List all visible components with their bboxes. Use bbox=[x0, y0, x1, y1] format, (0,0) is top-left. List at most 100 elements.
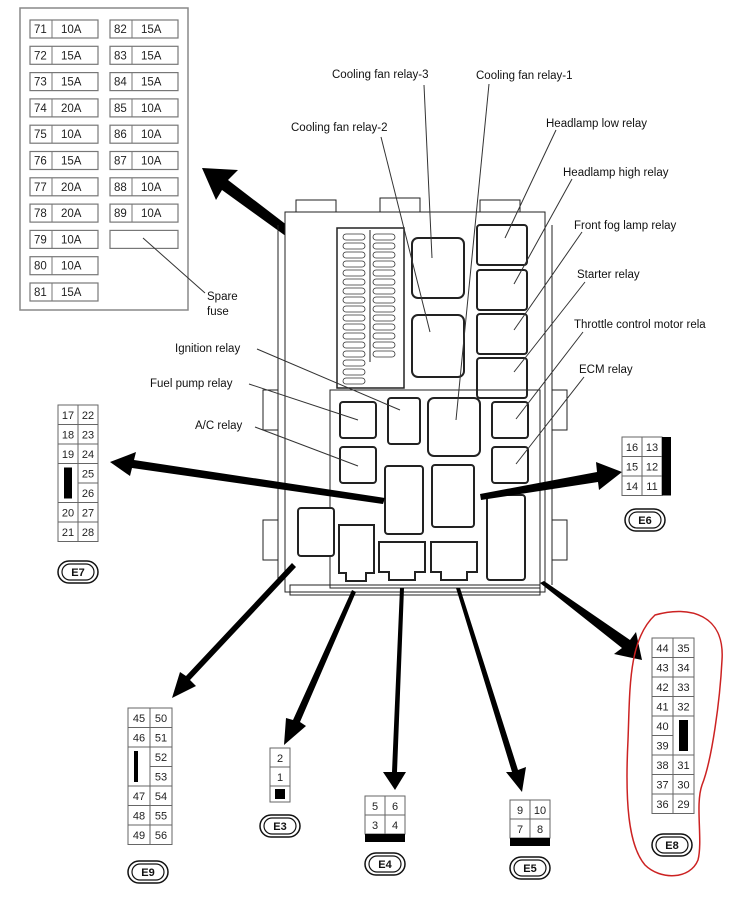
fuse-rating: 10A bbox=[61, 24, 82, 36]
arrow-to-e5 bbox=[456, 588, 526, 792]
fuse-rating: 10A bbox=[141, 182, 162, 194]
fuse-slot bbox=[372, 314, 396, 322]
fuse-slot bbox=[372, 296, 396, 304]
cooling-fan-relay-3-block bbox=[411, 237, 465, 299]
fuse-slot bbox=[342, 251, 366, 259]
throttle-control-motor-relay-block bbox=[491, 401, 529, 439]
pin-36: 36 bbox=[656, 799, 668, 811]
fuse-number: 76 bbox=[34, 156, 47, 168]
pin-7: 7 bbox=[517, 824, 523, 836]
pin-5: 5 bbox=[372, 801, 378, 813]
pin-4: 4 bbox=[392, 820, 398, 832]
pin-50: 50 bbox=[155, 713, 167, 725]
pin-35: 35 bbox=[677, 643, 689, 655]
pin-12: 12 bbox=[646, 461, 658, 473]
fuse-number: 85 bbox=[114, 103, 127, 115]
label-headlamp-low-relay: Headlamp low relay bbox=[546, 118, 647, 130]
fuse-slot bbox=[342, 359, 366, 367]
pin-32: 32 bbox=[677, 701, 689, 713]
fuse-75: 75 10A bbox=[29, 124, 99, 144]
pin-6: 6 bbox=[392, 801, 398, 813]
fuse-rating: 10A bbox=[141, 208, 162, 220]
fuse-slot bbox=[372, 341, 396, 349]
fuse-rating: 10A bbox=[61, 234, 82, 246]
fuse-slot bbox=[342, 296, 366, 304]
fuse-rating: 20A bbox=[61, 208, 82, 220]
pin-38: 38 bbox=[656, 760, 668, 772]
fuse-rating: 15A bbox=[61, 287, 82, 299]
pin-34: 34 bbox=[677, 662, 689, 674]
pin-43: 43 bbox=[656, 662, 668, 674]
fuse-rating: 10A bbox=[141, 156, 162, 168]
fuse-slot bbox=[342, 233, 366, 241]
fuse-number: 89 bbox=[114, 208, 127, 220]
pin-17: 17 bbox=[62, 410, 74, 422]
pin-52: 52 bbox=[155, 752, 167, 764]
pin-44: 44 bbox=[656, 643, 668, 655]
fuse-number: 77 bbox=[34, 182, 47, 194]
fuse-number: 75 bbox=[34, 129, 47, 141]
fuse-76: 76 15A bbox=[29, 150, 99, 171]
fuse-rating: 10A bbox=[141, 129, 162, 141]
pin-33: 33 bbox=[677, 682, 689, 694]
spare-fuse-leader bbox=[142, 237, 206, 294]
fuse-slot bbox=[342, 323, 366, 331]
connector-label: E3 bbox=[273, 821, 286, 833]
fuse-slot bbox=[372, 233, 396, 241]
pin-26: 26 bbox=[82, 488, 94, 500]
pin-51: 51 bbox=[155, 732, 167, 744]
fuse-rating: 10A bbox=[61, 129, 82, 141]
cooling-fan-relay-1-block bbox=[427, 397, 481, 457]
pin-41: 41 bbox=[656, 701, 668, 713]
e8-socket bbox=[486, 494, 526, 581]
e9-socket bbox=[297, 507, 335, 557]
fuse-slot bbox=[372, 305, 396, 313]
fuse-rating: 15A bbox=[61, 156, 82, 168]
pin-53: 53 bbox=[155, 771, 167, 783]
pin-24: 24 bbox=[82, 449, 94, 461]
keying-block bbox=[134, 751, 138, 782]
fuse-rating: 15A bbox=[141, 77, 162, 89]
fuse-slot bbox=[372, 350, 396, 358]
label-fuel-pump-relay: Fuel pump relay bbox=[150, 378, 233, 390]
fuse-number: 79 bbox=[34, 234, 47, 246]
starter-relay-block bbox=[476, 357, 528, 399]
connector-label: E7 bbox=[71, 567, 84, 579]
keying-block bbox=[365, 834, 405, 842]
fuse-slot bbox=[342, 368, 366, 376]
pin-45: 45 bbox=[133, 713, 145, 725]
pin-16: 16 bbox=[626, 442, 638, 454]
pin-47: 47 bbox=[133, 791, 145, 803]
pin-11: 11 bbox=[646, 481, 657, 493]
fuse-rating: 15A bbox=[61, 50, 82, 62]
pin-49: 49 bbox=[133, 830, 145, 842]
pin-18: 18 bbox=[62, 429, 74, 441]
fuse-slot bbox=[372, 260, 396, 268]
label-throttle-control-motor-relay: Throttle control motor rela bbox=[574, 319, 706, 331]
connector-label: E5 bbox=[523, 863, 536, 875]
fuse-slot bbox=[342, 260, 366, 268]
fuse-slot bbox=[342, 305, 366, 313]
headlamp-low-relay-block bbox=[476, 224, 528, 266]
fuse-slot bbox=[372, 287, 396, 295]
e7-socket bbox=[384, 465, 424, 535]
label-cooling-fan-relay-3: Cooling fan relay-3 bbox=[332, 69, 429, 81]
fuse-rating: 15A bbox=[141, 24, 162, 36]
ecm-relay-block bbox=[491, 446, 529, 484]
pin-56: 56 bbox=[155, 830, 167, 842]
cooling-fan-relay-2-block bbox=[411, 314, 465, 378]
annotation-circle-e8 bbox=[626, 610, 723, 877]
e4-socket bbox=[378, 541, 426, 581]
